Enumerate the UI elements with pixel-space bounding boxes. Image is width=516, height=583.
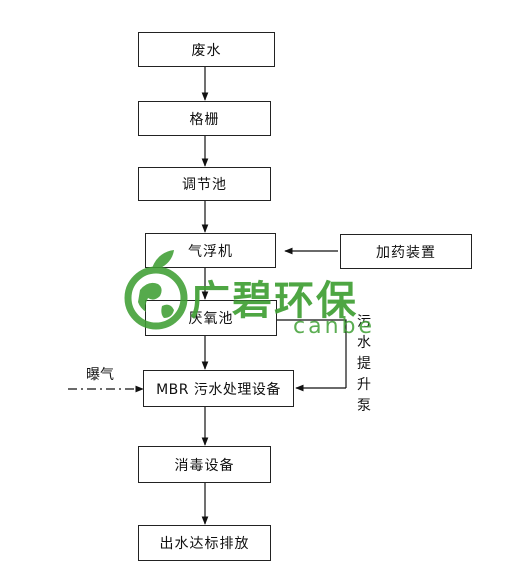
node-wastewater: 废水 [138,32,275,67]
node-disinfection-label: 消毒设备 [174,457,235,474]
node-air-flotation-label: 气浮机 [188,243,233,260]
node-anaerobic-tank-label: 厌氧池 [188,311,234,327]
node-dosing-device-label: 加药装置 [376,244,436,261]
node-screen-label: 格栅 [189,111,220,128]
node-discharge: 出水达标排放 [138,525,271,561]
node-disinfection: 消毒设备 [138,446,271,483]
watermark-brand: 广碧环保 [190,278,358,324]
globe-logo-icon [124,250,188,330]
node-equalization-tank-label: 调节池 [182,177,227,193]
node-dosing-device: 加药装置 [340,234,472,269]
node-wastewater-label: 废水 [191,42,222,59]
label-aeration: 曝气 [86,367,114,383]
watermark-sub: canbe [293,314,376,339]
line-anaerobic-to-pump [277,319,347,388]
node-screen: 格栅 [138,101,271,136]
node-discharge-label: 出水达标排放 [159,536,250,552]
node-mbr-equipment: MBR 污水处理设备 [143,370,294,407]
node-mbr-equipment-label: MBR 污水处理设备 [156,381,281,398]
node-equalization-tank: 调节池 [138,167,271,201]
label-sewage-lift-pump: 污水提升泵 [357,314,371,414]
